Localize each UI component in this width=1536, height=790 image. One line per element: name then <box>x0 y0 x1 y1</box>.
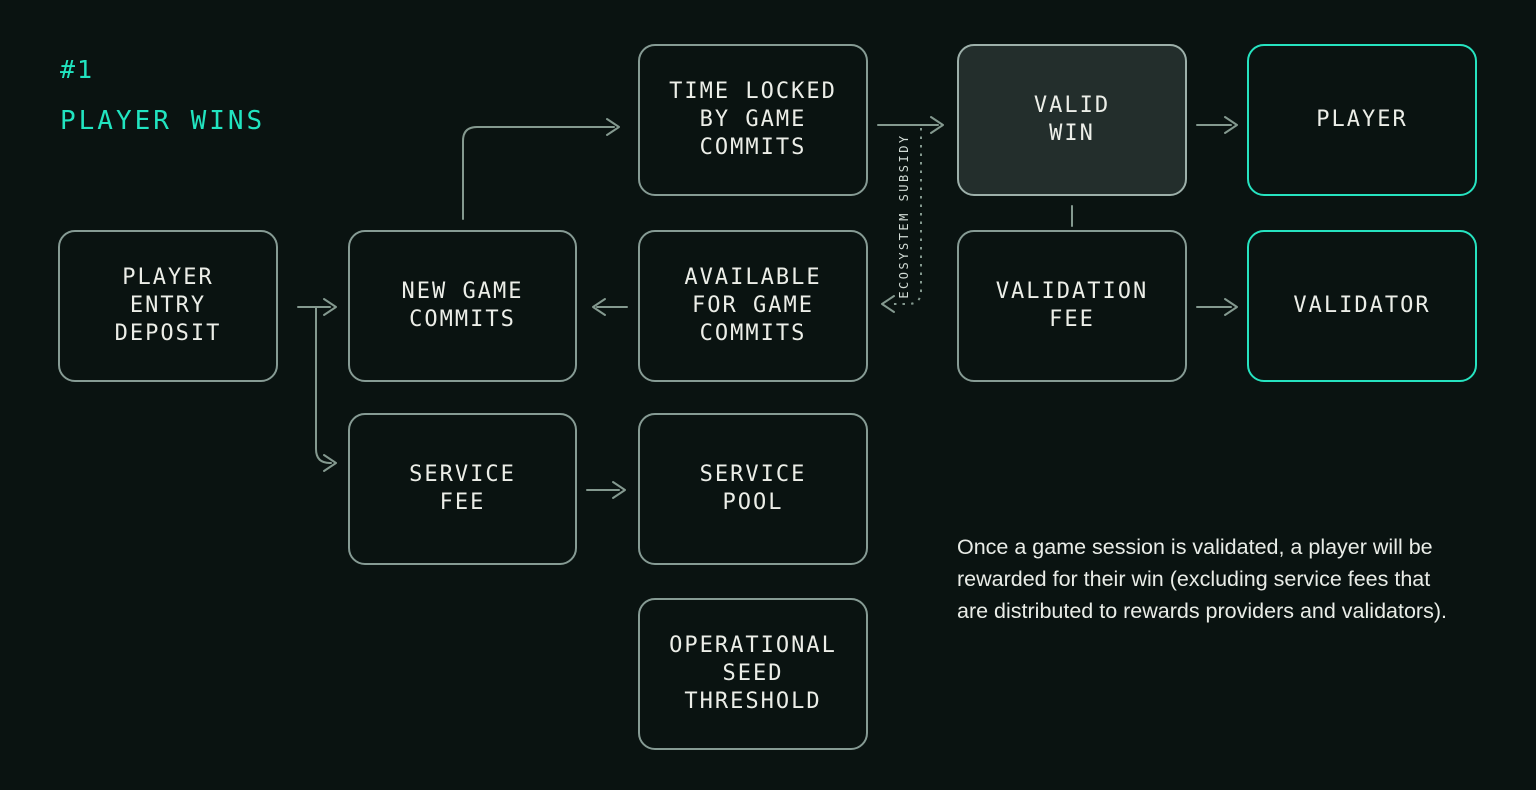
node-label: SERVICE POOL <box>699 462 807 515</box>
node-player: PLAYER <box>1247 44 1477 196</box>
edge-available-to-new-game-commits <box>592 298 628 316</box>
edge-valid-win-to-player <box>1196 116 1238 134</box>
caption-text: Once a game session is validated, a play… <box>957 535 1447 623</box>
node-label: VALIDATION FEE <box>995 279 1149 332</box>
scenario-number: #1 <box>60 55 95 84</box>
node-valid-win: VALID WIN <box>957 44 1187 196</box>
node-available-for-game-commits: AVAILABLE FOR GAME COMMITS <box>638 230 868 382</box>
node-label: VALIDATOR <box>1293 293 1431 318</box>
node-operational-seed-threshold: OPERATIONAL SEED THRESHOLD <box>638 598 868 750</box>
diagram-header: #1 PLAYER WINS <box>60 55 266 137</box>
node-label: PLAYER <box>1316 107 1408 132</box>
scenario-title: PLAYER WINS <box>60 106 266 136</box>
node-validation-fee: VALIDATION FEE <box>957 230 1187 382</box>
edge-service-fee-to-service-pool <box>586 481 626 499</box>
edge-deposit-to-new-game-commits <box>297 298 337 316</box>
edge-time-locked-to-valid-win <box>877 116 944 134</box>
edge-ecosystem-subsidy-arrowhead <box>881 295 895 313</box>
node-player-entry-deposit: PLAYER ENTRY DEPOSIT <box>58 230 278 382</box>
node-label: VALID WIN <box>1033 93 1111 146</box>
edge-deposit-to-service-fee <box>315 306 337 472</box>
node-service-pool: SERVICE POOL <box>638 413 868 565</box>
node-label: NEW GAME COMMITS <box>401 279 524 332</box>
node-validator: VALIDATOR <box>1247 230 1477 382</box>
node-service-fee: SERVICE FEE <box>348 413 577 565</box>
edge-validation-fee-to-validator <box>1196 298 1238 316</box>
node-label: OPERATIONAL SEED THRESHOLD <box>669 633 837 714</box>
node-time-locked-by-game-commits: TIME LOCKED BY GAME COMMITS <box>638 44 868 196</box>
node-label: AVAILABLE FOR GAME COMMITS <box>684 265 822 346</box>
node-label: TIME LOCKED BY GAME COMMITS <box>669 79 837 160</box>
node-new-game-commits: NEW GAME COMMITS <box>348 230 577 382</box>
node-label: SERVICE FEE <box>409 462 516 515</box>
node-label: PLAYER ENTRY DEPOSIT <box>114 265 222 346</box>
edge-new-game-commits-to-time-locked <box>462 118 620 220</box>
ecosystem-subsidy-label: ECOSYSTEM SUBSIDY <box>897 133 911 299</box>
